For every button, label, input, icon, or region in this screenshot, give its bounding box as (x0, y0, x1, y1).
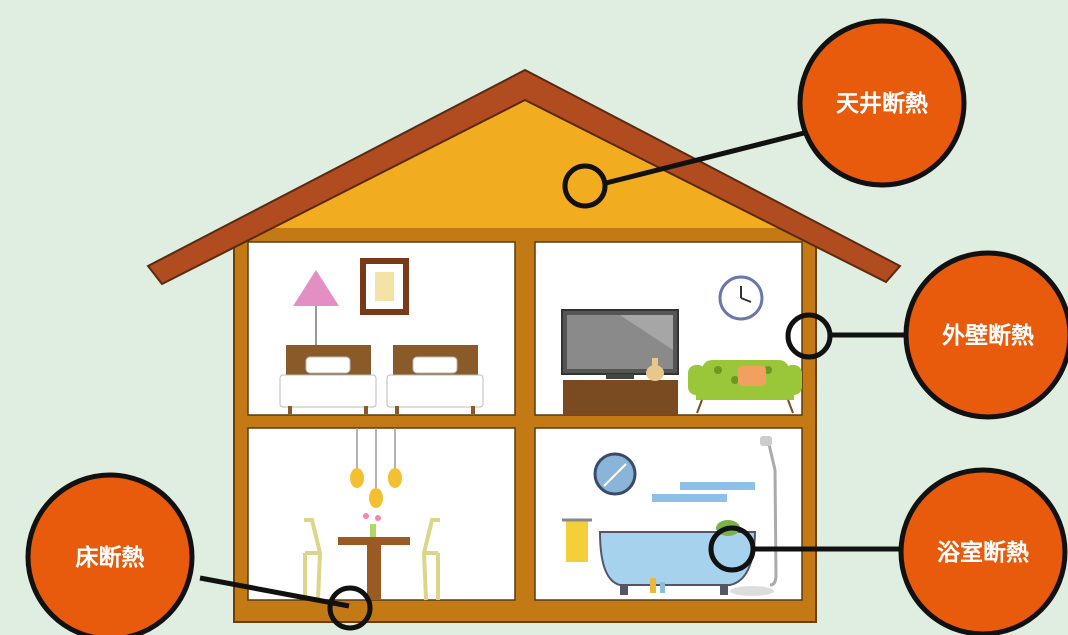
tv-cabinet (563, 380, 678, 415)
pendant-light (369, 488, 383, 508)
towel (566, 520, 588, 562)
tiles (680, 482, 755, 490)
bed-right (387, 375, 483, 407)
pendant-light (350, 468, 364, 488)
dining-table (338, 537, 410, 545)
bath-insulation-label: 浴室断熱 (937, 539, 1029, 566)
bath-insulation-callout: 浴室断熱 (901, 470, 1065, 634)
cushion (738, 366, 766, 386)
ceiling-insulation-label: 天井断熱 (836, 90, 928, 117)
bed-left (280, 375, 376, 407)
attic (262, 96, 790, 228)
flower-vase (370, 524, 376, 537)
bath-mat (730, 586, 774, 596)
ceiling-insulation-callout: 天井断熱 (800, 21, 964, 185)
pendant-light (388, 468, 402, 488)
floor-insulation-label: 床断熱 (76, 544, 145, 571)
wall-insulation-callout: 外壁断熱 (906, 253, 1068, 417)
bathtub (600, 532, 755, 585)
floor-insulation-callout: 床断熱 (28, 475, 192, 635)
wall-insulation-label: 外壁断熱 (942, 322, 1034, 349)
house (148, 70, 900, 622)
room-dining (248, 428, 515, 600)
